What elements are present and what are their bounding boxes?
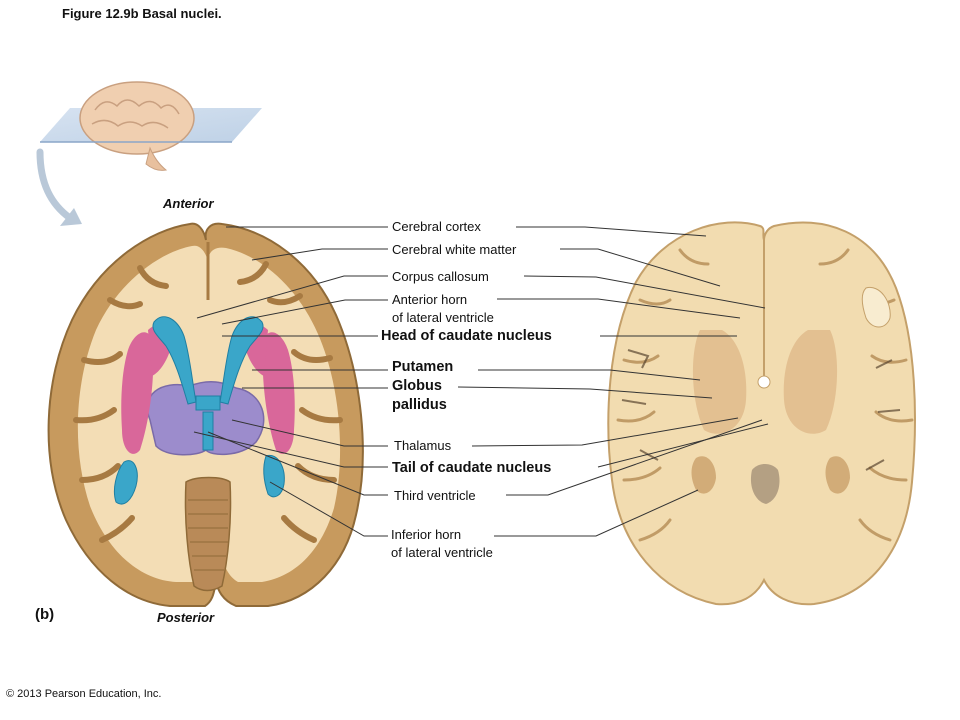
illustrated-brain-section <box>47 222 364 607</box>
posterior-label: Posterior <box>157 610 215 625</box>
label-cerebral-white-matter: Cerebral white matter <box>392 242 517 257</box>
orientation-brain-icon <box>40 81 262 171</box>
label-head-of-caudate-nucleus: Head of caudate nucleus <box>381 328 552 344</box>
label-third-ventricle: Third ventricle <box>394 488 476 503</box>
label-cerebral-cortex: Cerebral cortex <box>392 219 481 234</box>
label-tail-of-caudate-nucleus: Tail of caudate nucleus <box>392 460 552 476</box>
label-globus-pallidus-line2: pallidus <box>392 397 447 413</box>
label-anterior-horn: Anterior horn <box>392 292 468 307</box>
label-anterior-horn-line2: of lateral ventricle <box>392 310 494 325</box>
label-putamen: Putamen <box>392 359 454 375</box>
figure-title: Figure 12.9b Basal nuclei. <box>62 6 222 21</box>
leader-lines <box>193 226 769 537</box>
orientation-arrow-icon <box>36 148 82 226</box>
label-corpus-callosum: Corpus callosum <box>392 269 489 284</box>
panel-label: (b) <box>35 606 55 623</box>
copyright-notice: © 2013 Pearson Education, Inc. <box>6 688 162 700</box>
label-thalamus: Thalamus <box>394 438 452 453</box>
label-inferior-horn: Inferior horn <box>391 527 462 542</box>
label-globus-pallidus: Globus <box>392 378 442 394</box>
photo-brain-section <box>607 221 916 606</box>
label-inferior-horn-line2: of lateral ventricle <box>391 545 493 560</box>
anterior-label: Anterior <box>163 196 214 211</box>
